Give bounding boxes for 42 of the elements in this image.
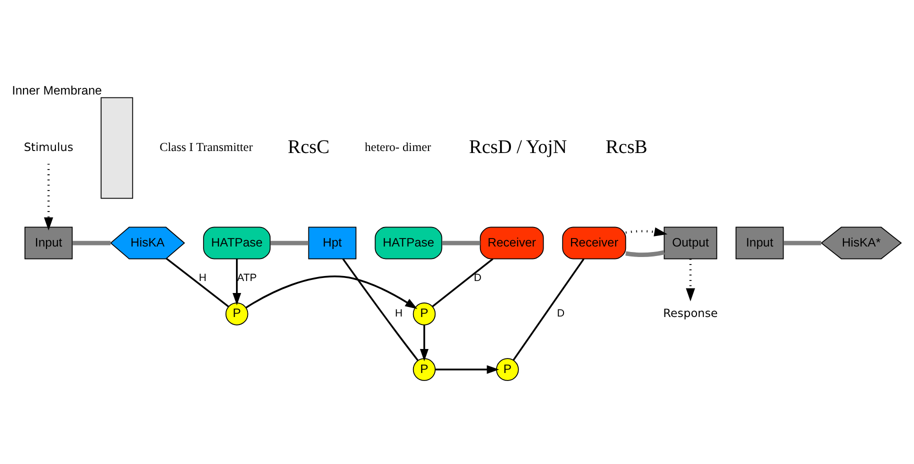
node-box: Receiver <box>480 226 544 259</box>
connector <box>166 257 229 307</box>
label: RcsD / YojN <box>469 136 567 158</box>
node-circle: P <box>412 358 436 380</box>
arrow <box>246 275 418 309</box>
arrow <box>686 258 696 301</box>
node-text: Response <box>663 305 718 320</box>
arrow <box>435 364 500 374</box>
node-box: HATPase <box>374 226 442 259</box>
connector <box>432 258 494 307</box>
node-box: Output <box>664 226 718 259</box>
connector <box>625 250 665 257</box>
edge-label: H <box>395 307 403 320</box>
label: hetero- dimer <box>364 140 432 154</box>
edge-label: D <box>557 307 565 320</box>
connector <box>442 240 480 245</box>
node-circle: P <box>412 302 436 325</box>
node-text: Stimulus <box>24 139 74 154</box>
label: RcsB <box>606 136 648 158</box>
connector <box>270 240 309 245</box>
node-label: Inner Membrane <box>12 82 102 97</box>
arrow <box>232 258 242 305</box>
edge-label: H <box>198 272 206 284</box>
node-circle: P <box>496 358 519 380</box>
label: Class I Transmitter <box>160 140 253 154</box>
node-box: Input <box>736 226 784 259</box>
node-box: Input <box>24 226 73 259</box>
node-box: HATPase <box>203 226 271 259</box>
arrow <box>626 226 668 236</box>
connector <box>72 240 111 245</box>
arrow <box>44 163 54 230</box>
edge-label: D <box>474 272 482 284</box>
connector <box>512 258 584 360</box>
connector <box>342 258 418 360</box>
label: RcsC <box>288 136 330 158</box>
edge-label: ATP <box>237 272 257 284</box>
node-bar <box>100 96 134 198</box>
connector <box>783 240 822 245</box>
node-circle: P <box>225 302 248 325</box>
node-box: Hpt <box>308 226 356 259</box>
node-box: Receiver <box>562 226 626 259</box>
arrow <box>420 324 429 361</box>
